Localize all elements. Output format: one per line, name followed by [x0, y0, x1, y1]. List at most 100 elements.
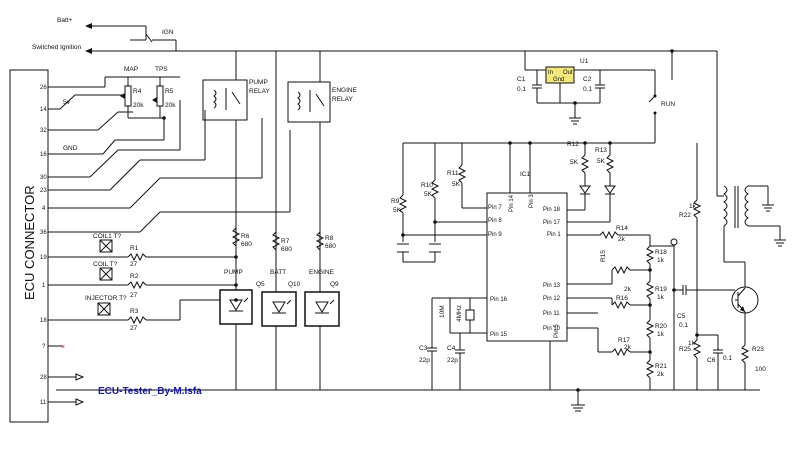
r2-value: 27	[130, 292, 138, 299]
connector-pin-unknown: ?	[42, 344, 46, 350]
ic1-ref: IC1	[520, 171, 531, 178]
batt-net: Batt+	[57, 17, 147, 40]
r17-ref: R17	[618, 337, 630, 344]
r10-resistor: R10 5K	[421, 143, 487, 223]
r25-value: 1k	[688, 340, 696, 347]
r4-value: 20k	[133, 102, 144, 109]
q10-ref: Q10	[288, 281, 301, 288]
u1-pin-out: Out	[563, 70, 573, 76]
r21-value: 2k	[657, 371, 665, 378]
r11-resistor: R11 5K	[447, 143, 487, 209]
pump-relay: PUMP RELAY	[202, 51, 270, 121]
r22-value: 1k	[689, 203, 697, 210]
r22-resistor: R22 1k	[679, 143, 702, 340]
r12-value: 5K	[570, 159, 579, 166]
batt-label: Batt+	[57, 17, 73, 24]
pump-relay-label-2: RELAY	[249, 88, 270, 95]
microcontroller-ic1: IC1 Pin 7 Pin 8 Pin 9 Pin 16 Pin 15 Pin …	[486, 143, 568, 390]
r25-resistor: R25 1k	[679, 339, 702, 390]
r10-ref: R10	[421, 182, 433, 189]
coil-1: COIL1 T? R1 27	[48, 233, 236, 268]
resistor-ladder: R18 1k R19 1k R20 1k R21 2k	[645, 235, 667, 390]
r16-ref: R16	[616, 295, 628, 302]
r13-value: 5K	[597, 158, 606, 165]
ic-pin-10: Pin 10	[543, 326, 561, 332]
switched-ignition-net: Switched Ignition	[32, 40, 718, 196]
r8-ref: R8	[325, 235, 334, 242]
schematic-title: ECU-Tester_By-M.Isfa	[98, 386, 202, 397]
r25-ref: R25	[679, 346, 691, 353]
r18-ref: R18	[655, 249, 667, 256]
r9-ref: R9	[391, 198, 400, 205]
u1-ref: U1	[580, 58, 589, 65]
injector: INJECTOR T? R3 27	[48, 295, 236, 332]
r8-resistor: R8 680	[315, 231, 336, 251]
r3-value: 27	[130, 325, 138, 332]
r20-value: 1k	[657, 331, 665, 338]
r4-ref: R4	[133, 88, 142, 95]
r10-value: 5K	[424, 191, 433, 198]
c3-ref: C3	[419, 345, 428, 352]
connector-outputs: ×	[48, 344, 85, 406]
five-volt-label: 5v	[63, 99, 71, 106]
pump-relay-label-1: PUMP	[249, 79, 268, 86]
r22-ref: R22	[679, 212, 691, 219]
r9-resistor: R9 5K	[391, 143, 487, 236]
batt-led-label: BATT	[270, 269, 286, 276]
connector-pin-labels: 26 14 32 16 30 23 4 36 19 1 18 ? 28 11	[40, 85, 47, 406]
push-buttons	[397, 222, 441, 263]
ecu-connector: ECU CONNECTOR	[9, 69, 49, 423]
ic-pin-14: Pin 14	[509, 194, 515, 212]
r7-value: 680	[281, 246, 292, 253]
c6-value: 0.1	[723, 355, 732, 362]
connector-pin-32: 32	[40, 128, 47, 134]
r15-resistor: R15	[567, 250, 650, 285]
vertical-buses	[56, 51, 672, 391]
xtal-ref: 10M	[439, 305, 446, 318]
map-sensor: MAP R4 20k	[120, 66, 164, 119]
switched-ignition-label: Switched Ignition	[32, 44, 82, 51]
r19-value: 1k	[657, 294, 665, 301]
r11-ref: R11	[447, 170, 459, 177]
c2-ref: C2	[583, 76, 592, 83]
r2-ref: R2	[130, 273, 139, 280]
ic-pin-8: Pin 8	[488, 218, 502, 224]
ic-pin-9: Pin 9	[488, 232, 502, 238]
r7-ref: R7	[281, 238, 290, 245]
r3-ref: R3	[130, 308, 139, 315]
r21-ref: R21	[655, 363, 667, 370]
r9-value: 5K	[393, 207, 402, 214]
ign-label: IGN	[162, 29, 174, 36]
r6-ref: R6	[241, 233, 250, 240]
r13-ref: R13	[595, 147, 607, 154]
r5-value: 20k	[165, 102, 176, 109]
ic-pin-5: Pin 5	[554, 324, 560, 338]
ic-pin-15: Pin 15	[490, 332, 508, 338]
connector-pin-1: 1	[42, 283, 46, 289]
gnd-label: GND	[63, 145, 78, 152]
c4-ref: C4	[447, 345, 456, 352]
r20-ref: R20	[655, 323, 667, 330]
connector-pin-4: 4	[42, 206, 46, 212]
r1-ref: R1	[130, 245, 139, 252]
r7-resistor: R7 680	[271, 231, 292, 253]
ic-pin-1: Pin 1	[547, 232, 561, 238]
engine-led-module: ENGINE Q9	[304, 269, 340, 327]
connector-pin-16: 16	[40, 152, 47, 158]
junction-dots	[162, 49, 699, 392]
tps-label: TPS	[155, 66, 168, 73]
q9-ref: Q9	[330, 281, 339, 288]
ic-pin-18: Pin 18	[543, 207, 561, 213]
u1-pin-gnd: Gnd	[553, 77, 564, 83]
tps-sensor: TPS R5 20k	[152, 66, 176, 118]
ic-pin-3: Pin 3	[529, 194, 535, 208]
r19-ref: R19	[655, 286, 667, 293]
ic-pin-16: Pin 16	[490, 297, 508, 303]
ic-pin-12: Pin 12	[543, 296, 561, 302]
r18-value: 1k	[657, 257, 665, 264]
r14-value: 2k	[618, 236, 626, 243]
engine-relay-label-2: RELAY	[332, 96, 353, 103]
c3-value: 22p	[419, 357, 430, 364]
